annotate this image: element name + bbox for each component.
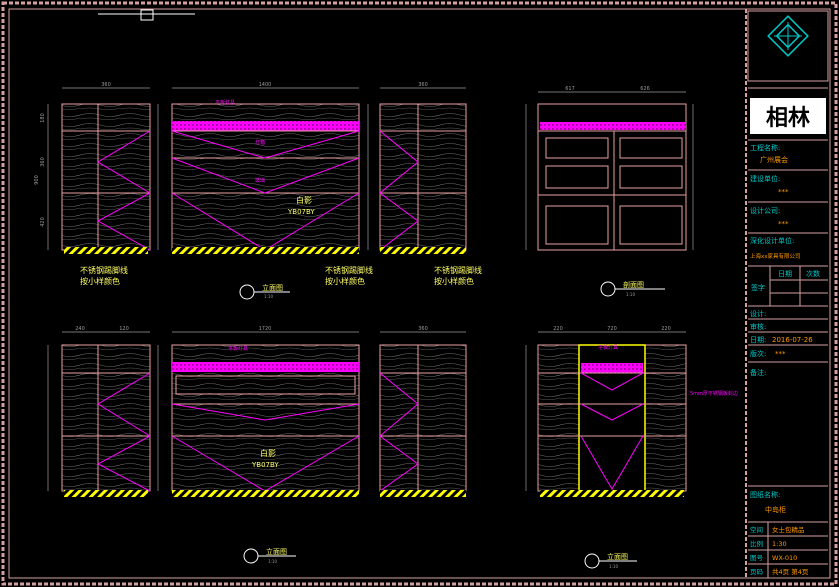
elevation-bottom-right	[537, 344, 687, 497]
project-name-value: 广州展会	[760, 155, 788, 164]
company-logo-icon	[767, 15, 809, 57]
note-stainless-2: 不锈钢踢脚线	[325, 265, 373, 275]
note-pink-label-2: 平板灯具	[228, 345, 248, 352]
note-mirror: 5mm厚不锈钢板封边	[690, 390, 738, 397]
view-title-section: 剖面图 1:10	[600, 280, 665, 297]
note-sample-2: 按小样颜色	[325, 276, 365, 286]
dim-bot-right: 360	[418, 326, 428, 332]
dimension-text: 360 1400 360 617 626 240 120 1720 360 22…	[34, 82, 671, 332]
note-light-box-1: 灯箱	[255, 139, 265, 146]
dim-section-right: 626	[640, 86, 650, 92]
row-date-header: 日期	[778, 270, 792, 278]
annotations: 不锈钢踢脚线 按小样颜色 不锈钢踢脚线 按小样颜色 不锈钢踢脚线 按小样颜色 白…	[80, 99, 738, 469]
dim-h1: 180	[40, 113, 46, 123]
dim-height-total: 900	[34, 175, 40, 185]
note-pink-label-3: 平板灯具	[598, 344, 618, 351]
title-block: 相林 工程名称: 广州展会 建设单位: *** 设计公司: *** 深化设计单位…	[747, 10, 829, 578]
dim-bot-left-b: 120	[119, 326, 129, 332]
dim-h2: 360	[40, 157, 46, 167]
dim-bot-center: 1720	[259, 326, 272, 332]
number-value: WX-010	[772, 554, 797, 562]
note-code-1: YB07BY	[287, 208, 315, 216]
remark-label: 备注:	[750, 368, 766, 377]
view-title-elev1: 立面图 1:10	[239, 283, 290, 300]
inner-frame	[8, 8, 831, 579]
dim-top-right: 360	[418, 82, 428, 88]
client-value: ***	[778, 188, 789, 196]
elev2-scale: 1:10	[268, 559, 277, 564]
elevation-top-center	[171, 103, 360, 254]
section-scale: 1:10	[626, 292, 635, 297]
scale-label: 比例	[750, 539, 763, 548]
dim-h3: 420	[40, 217, 46, 227]
elev1-scale: 1:10	[264, 294, 273, 299]
scale-value: 1:30	[772, 540, 787, 548]
dim-bot-left-a: 240	[75, 326, 85, 332]
project-name-label: 工程名称:	[750, 143, 780, 152]
view-title-elev3: 立面图 1:10	[584, 552, 637, 569]
note-white-shadow-2: 白影	[260, 448, 276, 458]
note-stainless-3: 不锈钢踢脚线	[434, 265, 482, 275]
date-value: 2016-07-26	[772, 336, 813, 344]
collab-label: 深化设计单位:	[750, 236, 794, 245]
sign-label: 签字	[751, 283, 765, 292]
drawing-name-value: 中岛柜	[765, 505, 786, 514]
elevation-bottom-left	[61, 344, 151, 497]
elev1-title: 立面图	[262, 283, 283, 292]
note-glass-1: 玻璃	[255, 177, 265, 184]
dim-bot-right-c: 220	[661, 326, 671, 332]
designer-value: ***	[778, 220, 789, 228]
section-view	[537, 103, 687, 251]
elevation-top-right	[379, 103, 467, 254]
elevation-bottom-center	[171, 344, 360, 497]
dim-bot-right-b: 720	[607, 326, 617, 332]
dim-top-left: 360	[101, 82, 111, 88]
dim-top-center: 1400	[259, 82, 272, 88]
note-sample-3: 按小样颜色	[434, 276, 474, 286]
drawing-name-label: 图纸名称:	[750, 490, 780, 499]
dim-bot-right-a: 220	[553, 326, 563, 332]
designer-label: 设计公司:	[750, 206, 780, 215]
elevation-top-left	[61, 103, 151, 254]
version-value: ***	[775, 350, 786, 358]
note-sample-1: 按小样颜色	[80, 276, 120, 286]
design-label: 设计:	[750, 309, 766, 318]
number-label: 图号	[750, 554, 764, 562]
note-pink-label-1: 平板灯具	[215, 99, 235, 106]
logo-box	[750, 98, 826, 134]
dim-section-left: 617	[565, 86, 575, 92]
elevation-bottom-right-small	[379, 344, 467, 497]
page-label: 页码	[750, 568, 764, 576]
review-label: 审核:	[750, 322, 766, 331]
note-white-shadow-1: 白影	[296, 195, 312, 205]
elev2-title: 立面图	[266, 547, 287, 556]
top-ruler-box	[140, 9, 154, 21]
dimension-lines	[47, 87, 694, 491]
logo-text: 相林	[766, 106, 810, 131]
note-code-2: YB07BY	[251, 461, 279, 469]
row-revision-header: 次数	[806, 269, 820, 278]
view-titles: 立面图 1:10 剖面图 1:10 立面图 1:10 立面图 1:10	[239, 280, 665, 569]
section-title: 剖面图	[623, 280, 644, 289]
collab-value: 上海xx家具有限公司	[750, 252, 801, 260]
elev3-scale: 1:10	[609, 564, 618, 569]
elev3-title: 立面图	[607, 552, 628, 561]
client-label: 建设单位:	[750, 174, 780, 183]
date-label: 日期:	[750, 336, 766, 344]
version-label: 版次:	[750, 349, 766, 358]
space-value: 女士包精品	[772, 525, 805, 534]
view-title-elev2: 立面图 1:10	[243, 547, 296, 564]
note-stainless-1: 不锈钢踢脚线	[80, 265, 128, 275]
page-value: 共4页 第4页	[772, 567, 809, 576]
space-label: 空间	[750, 525, 763, 534]
